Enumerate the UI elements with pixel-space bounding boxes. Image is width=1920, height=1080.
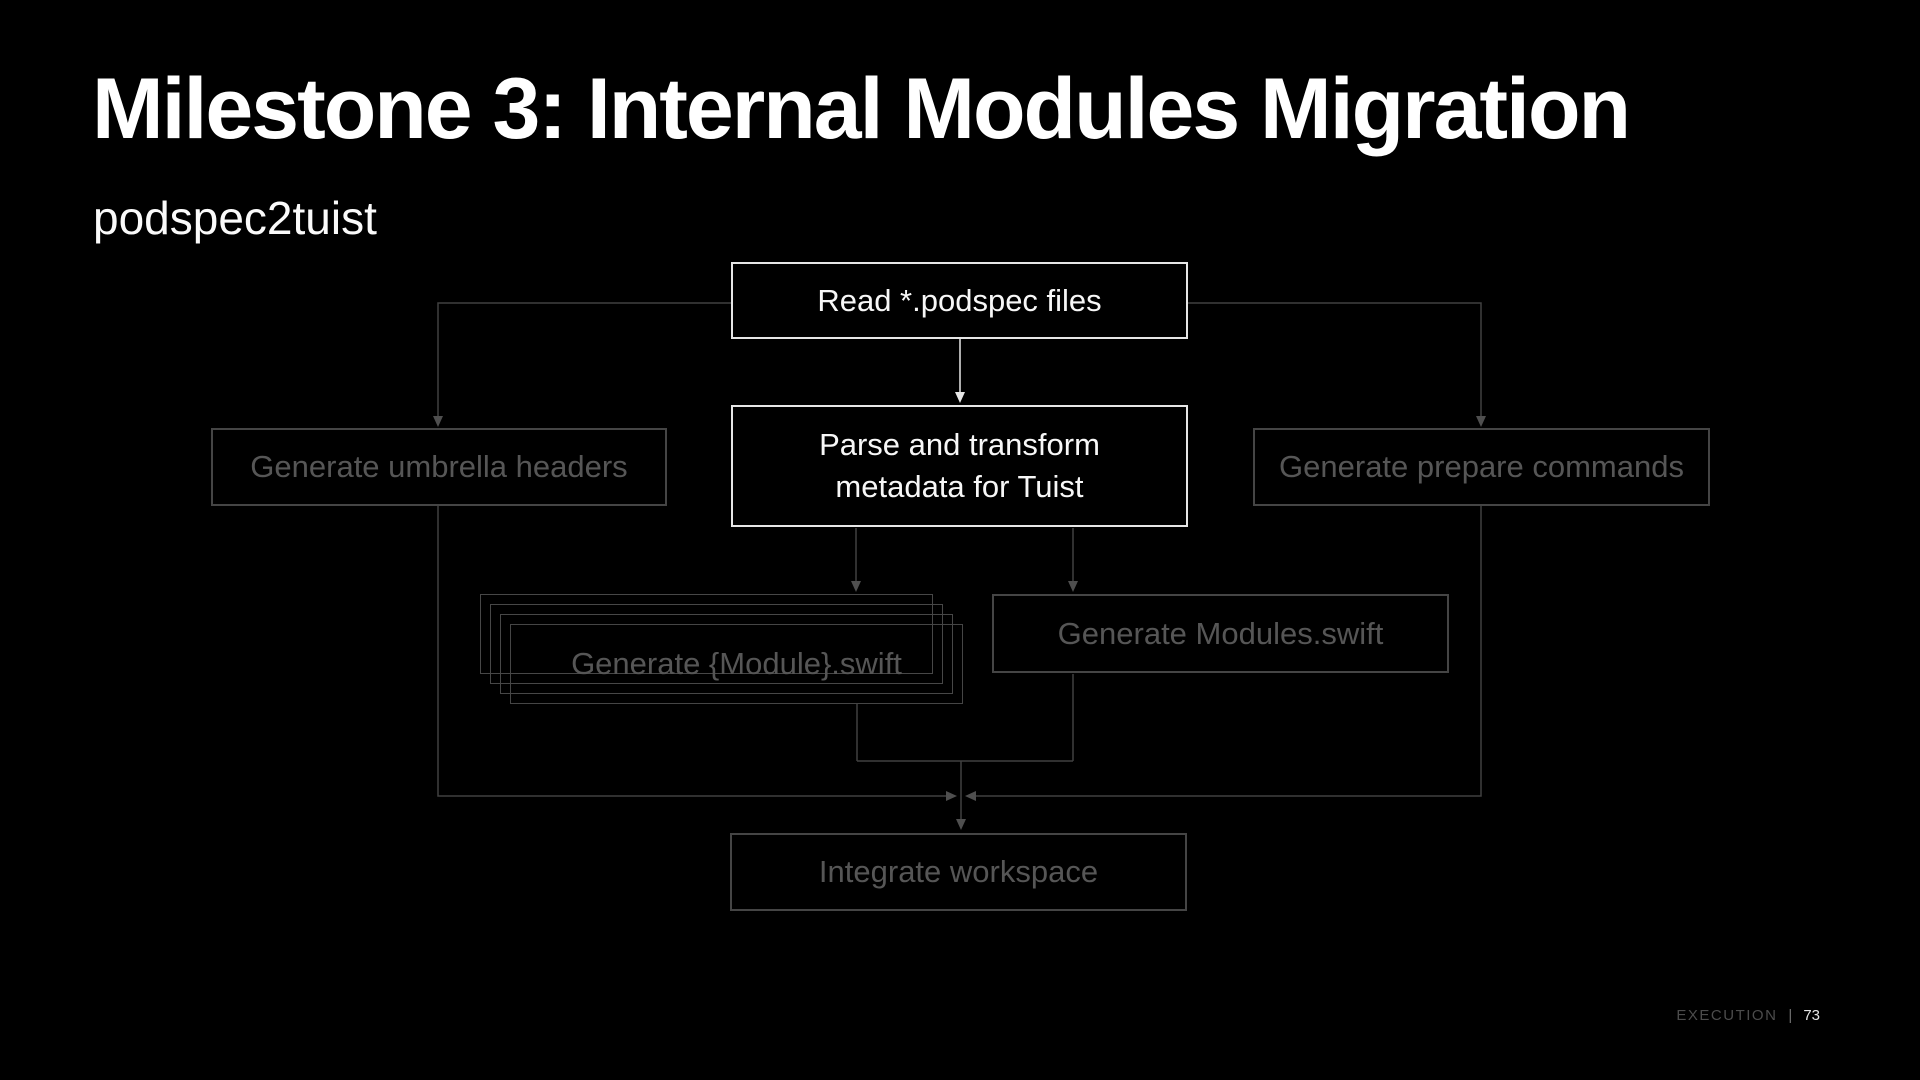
node-generate-prepare-commands: Generate prepare commands bbox=[1253, 428, 1710, 506]
slide-footer: EXECUTION | 73 bbox=[1676, 1007, 1820, 1025]
slide-title: Milestone 3: Internal Modules Migration bbox=[92, 61, 1631, 157]
node-integrate-workspace: Integrate workspace bbox=[730, 833, 1187, 911]
edge-read-umbrella bbox=[433, 302, 731, 427]
node-generate-module-swift: Generate {Module}.swift bbox=[510, 624, 963, 704]
node-label: Integrate workspace bbox=[818, 854, 1099, 890]
edge-read-prepare bbox=[1188, 302, 1486, 427]
footer-separator: | bbox=[1788, 1007, 1793, 1024]
node-label: Generate Modules.swift bbox=[1057, 615, 1384, 651]
node-label: Generate prepare commands bbox=[1279, 449, 1684, 485]
edge-umbrella-integrate bbox=[437, 506, 957, 801]
module-swift-stack-layer bbox=[480, 594, 933, 674]
slide-subtitle: podspec2tuist bbox=[93, 192, 377, 244]
node-label: Parse and transform metadata for Tuist bbox=[819, 427, 1100, 504]
edge-read-parse bbox=[955, 339, 965, 403]
node-generate-umbrella-headers: Generate umbrella headers bbox=[211, 428, 667, 506]
module-swift-stack-layer bbox=[490, 604, 943, 684]
node-label: Read *.podspec files bbox=[817, 282, 1102, 318]
edge-generators-collector bbox=[856, 674, 1074, 820]
edge-junction-integrate bbox=[956, 819, 966, 830]
node-label: Generate {Module}.swift bbox=[571, 646, 902, 682]
node-parse-transform-metadata: Parse and transform metadata for Tuist bbox=[731, 405, 1188, 527]
node-label: Generate umbrella headers bbox=[250, 449, 628, 485]
node-read-podspec-files: Read *.podspec files bbox=[731, 262, 1188, 339]
edge-prepare-integrate bbox=[965, 506, 1482, 801]
node-generate-modules-swift: Generate Modules.swift bbox=[992, 594, 1449, 673]
module-swift-stack-layer bbox=[500, 614, 953, 694]
footer-section-label: EXECUTION bbox=[1676, 1007, 1778, 1024]
edge-parse-module-swift bbox=[851, 528, 861, 592]
footer-page-number: 73 bbox=[1803, 1007, 1820, 1024]
edge-parse-modules-swift bbox=[1068, 528, 1078, 592]
